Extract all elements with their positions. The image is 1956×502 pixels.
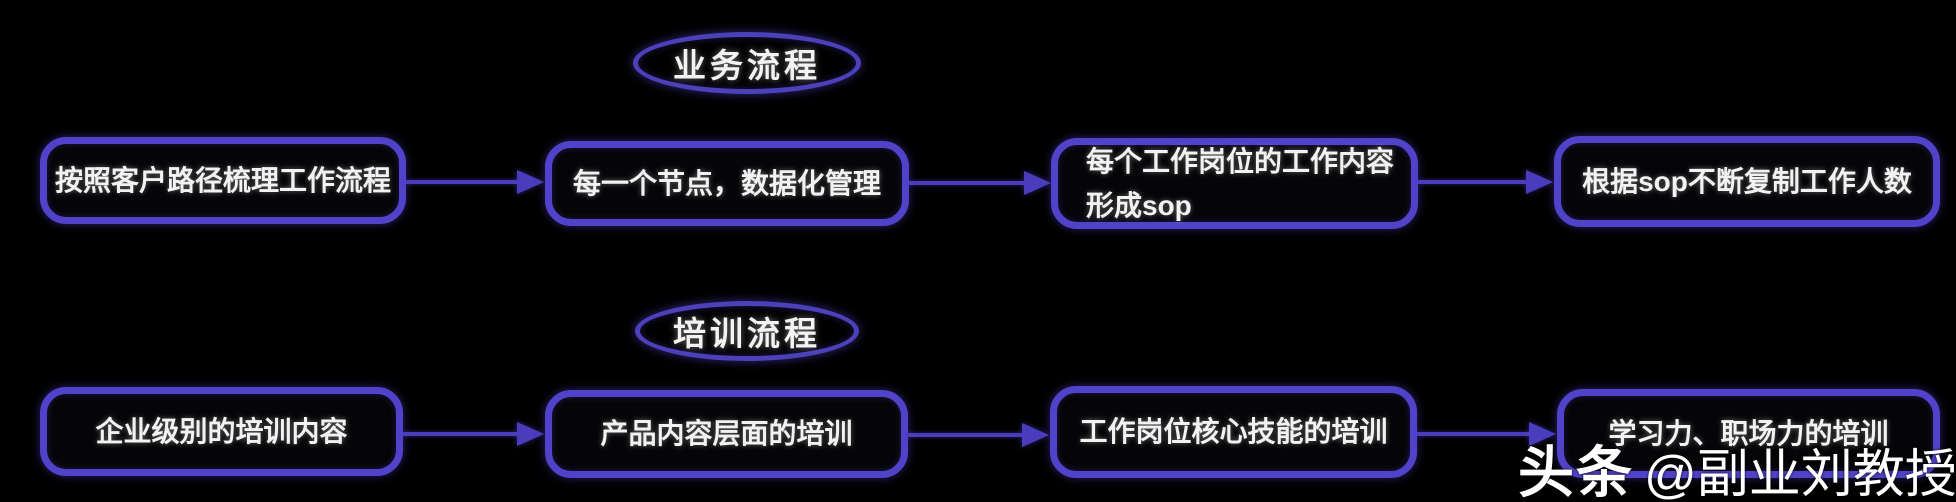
node-label: 每个工作岗位的工作内容 形成sop: [1086, 145, 1395, 221]
node-label: 按照客户路径梳理工作流程: [54, 164, 391, 196]
node-label: 企业级别的培训内容: [95, 415, 348, 447]
flow-title-training-process: 培训流程: [635, 301, 859, 361]
flow-arrow: [403, 432, 518, 436]
node-label: 学习力、职场力的培训: [1608, 417, 1889, 449]
node-enterprise-training: 企业级别的培训内容: [40, 387, 403, 476]
flow-title-label: 业务流程: [673, 47, 821, 84]
flow-arrow: [1418, 180, 1527, 184]
flow-title-label: 培训流程: [673, 315, 821, 352]
watermark: 头条 @副业刘教授: [1518, 428, 1956, 502]
flow-title-business-process: 业务流程: [633, 32, 861, 94]
node-sop-formation: 每个工作岗位的工作内容 形成sop: [1051, 138, 1418, 229]
node-data-management: 每一个节点，数据化管理: [545, 141, 909, 226]
node-customer-path-process: 按照客户路径梳理工作流程: [40, 137, 406, 224]
node-replicate-staff: 根据sop不断复制工作人数: [1554, 136, 1940, 227]
node-core-skill-training: 工作岗位核心技能的培训: [1050, 386, 1417, 478]
flow-arrow: [906, 433, 1023, 437]
node-label: 工作岗位核心技能的培训: [1079, 416, 1388, 447]
node-label: 产品内容层面的培训: [600, 418, 853, 449]
node-product-training: 产品内容层面的培训: [545, 390, 908, 478]
flow-arrow: [406, 180, 518, 184]
node-label: 每一个节点，数据化管理: [572, 167, 881, 199]
flow-arrow: [1417, 432, 1530, 436]
node-label: 根据sop不断复制工作人数: [1582, 165, 1912, 197]
watermark-brand: 头条: [1518, 441, 1634, 502]
flow-arrow: [909, 181, 1025, 185]
node-soft-skill-training: 学习力、职场力的培训: [1557, 389, 1940, 478]
watermark-handle: @副业刘教授: [1644, 446, 1956, 502]
